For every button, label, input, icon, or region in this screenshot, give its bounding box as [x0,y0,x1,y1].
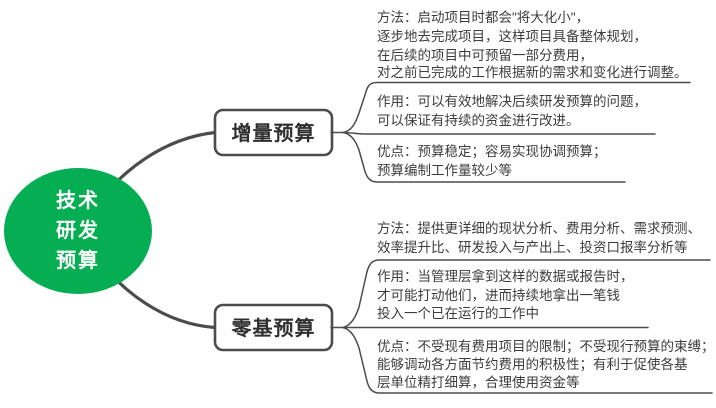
text-line: 能够调动各方面节约费用的积极性；有利于促使各基 [377,356,688,373]
text-line: 层单位精打细算，合理使用资金等 [377,374,580,390]
text-line: 投入一个已在运行的工作中 [377,306,539,321]
zerobase-node-label: 零基预算 [231,316,316,340]
text-line: 优点：不受现有费用项目的限制；不受现行预算的束缚； [377,338,715,355]
incremental-method-block[interactable]: 方法：启动项目时都会"将大化小"， 逐步地去完成项目，这样项目具备整体规划， 在… [377,10,688,80]
text-line: 才可能打动他们，进而持续地拿出一笔钱 [377,287,620,303]
zerobase-advantage-block[interactable]: 优点：不受现有费用项目的限制；不受现行预算的束缚； 能够调动各方面节约费用的积极… [377,338,715,390]
incremental-advantage-block[interactable]: 优点：预算稳定；容易实现协调预算； 预算编制工作量较少等 [377,143,607,178]
text-line: 优点：预算稳定；容易实现协调预算； [377,143,607,160]
zerobase-method-block[interactable]: 方法：提供更详细的现状分析、费用分析、需求预测、 效率提升比、研发投入与产出上、… [377,221,701,255]
incremental-connector-advantage [342,131,626,183]
zerobase-connector-advantage [342,326,713,394]
text-line: 逐步地去完成项目，这样项目具备整体规划， [377,28,647,44]
text-line: 对之前已完成的工作根据新的需求和变化进行调整。 [377,64,688,80]
root-label-line2: 研发 [56,218,100,242]
text-line: 作用：可以有效地解决后续研发预算的问题， [377,94,647,109]
branch-node-zerobase[interactable]: 零基预算 [213,303,334,352]
branch-node-incremental[interactable]: 增量预算 [213,108,334,157]
text-line: 预算编制工作量较少等 [377,162,512,178]
root-topic[interactable]: 技术 研发 预算 [4,168,152,294]
text-line: 方法：提供更详细的现状分析、费用分析、需求预测、 [377,221,701,236]
zerobase-function-block[interactable]: 作用：当管理层拿到这样的数据或报告时， 才可能打动他们，进而持续地拿出一笔钱 投… [377,268,634,321]
incremental-connector-function [342,131,656,135]
text-line: 方法：启动项目时都会"将大化小"， [377,10,589,25]
text-line: 效率提升比、研发投入与产出上、投资口报率分析等 [377,239,688,255]
root-label-line3: 预算 [56,248,100,272]
incremental-connector-method [342,81,691,134]
incremental-connectors [330,81,691,183]
text-line: 在后续的项目中可预留一部分费用， [377,48,593,63]
zerobase-connectors [330,259,713,394]
text-line: 作用：当管理层拿到这样的数据或报告时， [377,268,634,284]
text-line: 可以保证有持续的资金进行改进。 [377,113,580,128]
root-label-line1: 技术 [56,188,100,212]
incremental-node-label: 增量预算 [232,121,316,145]
incremental-function-block[interactable]: 作用：可以有效地解决后续研发预算的问题， 可以保证有持续的资金进行改进。 [377,94,647,128]
root-ellipse [4,168,152,294]
zerobase-connector-method [342,259,711,329]
